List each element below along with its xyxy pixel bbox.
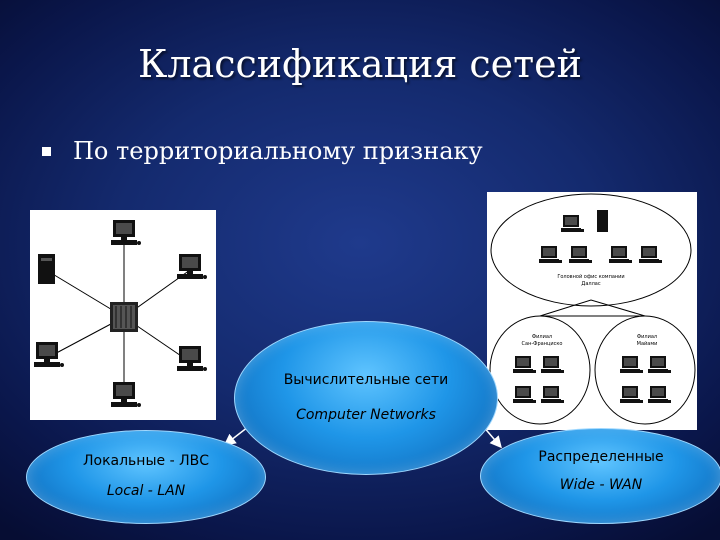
- bullet-item: По территориальному признаку: [42, 133, 483, 169]
- wan-left-label-2: Сан-Франциско: [522, 341, 563, 347]
- slide-title: Классификация сетей: [138, 42, 582, 86]
- wan-right-label-2: Майами: [637, 340, 658, 347]
- bullet-square-icon: [42, 146, 51, 156]
- wan-top-label-1: Головной офис компании: [557, 273, 624, 280]
- lan-star-diagram: [30, 210, 216, 420]
- local-line-1: Локальные - ЛВС: [82, 453, 209, 469]
- bullet-text: По территориальному признаку: [73, 137, 483, 165]
- wan-line-1: Распределенные: [538, 449, 664, 465]
- wan-left-label-1: Филиал: [532, 334, 552, 340]
- wan-diagram: Головной офис компании Даллас Филиал Сан…: [487, 192, 697, 430]
- hub-icon: [110, 302, 138, 332]
- center-line-1: Вычислительные сети: [283, 372, 449, 388]
- wan-top-label-2: Даллас: [581, 281, 600, 287]
- wan-line-2: Wide - WAN: [559, 477, 643, 493]
- wan-right-label-1: Филиал: [637, 334, 657, 340]
- computer-networks-ellipse: Вычислительные сети Computer Networks: [234, 321, 498, 475]
- server-icon: [597, 210, 608, 232]
- server-icon: [38, 254, 55, 284]
- wan-ellipse: Распределенные Wide - WAN: [480, 428, 720, 524]
- lan-ellipse: Локальные - ЛВС Local - LAN: [26, 430, 266, 524]
- center-line-2: Computer Networks: [296, 407, 436, 423]
- local-line-2: Local - LAN: [106, 483, 186, 499]
